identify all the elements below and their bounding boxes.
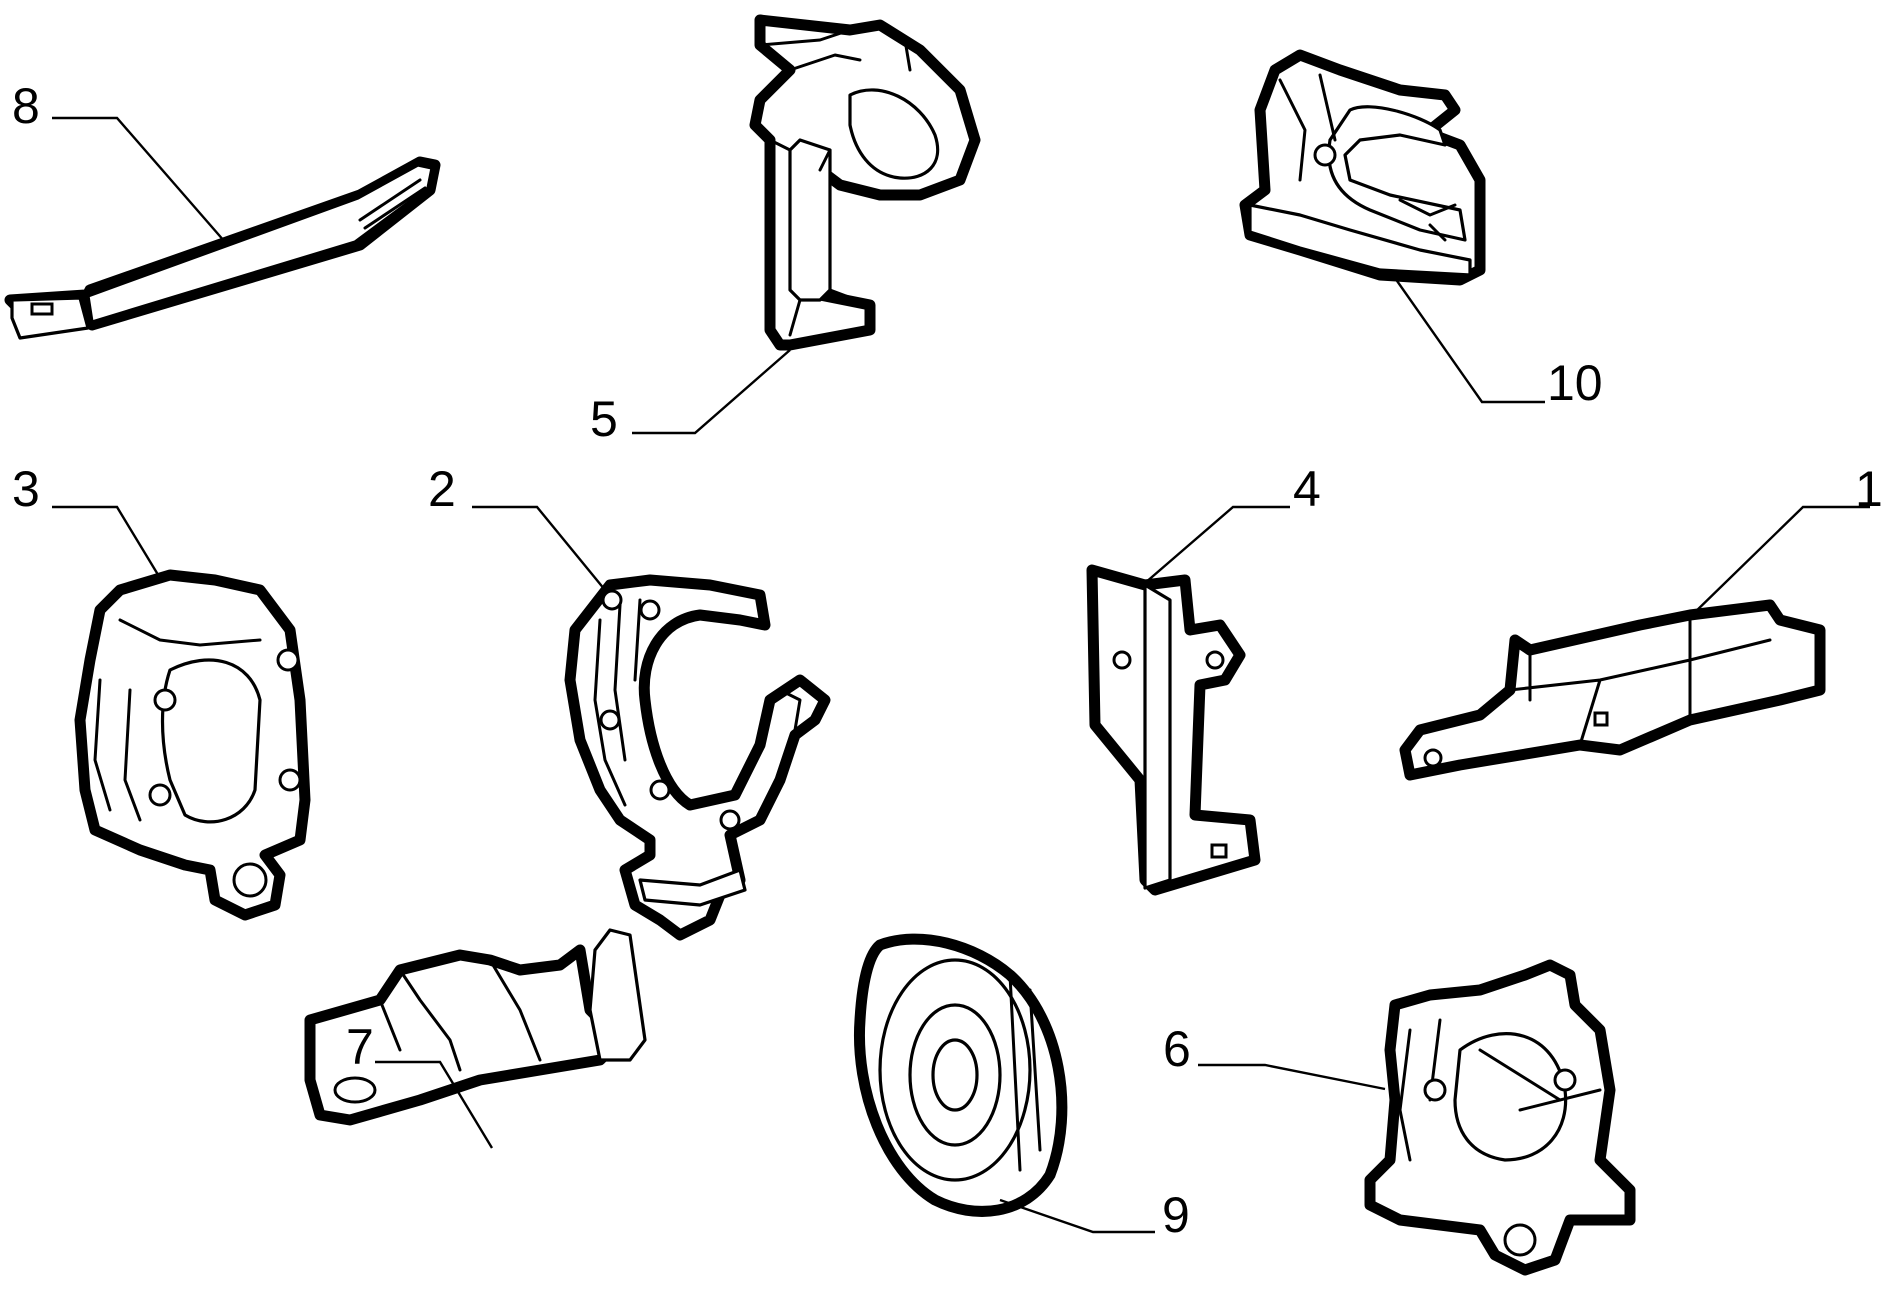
leader-lines: [52, 116, 1870, 1234]
part-6-round-clip: [1364, 959, 1636, 1276]
callout-8: 8: [12, 78, 40, 134]
part-1-bracket: [1399, 599, 1826, 781]
leader-10: [1394, 277, 1545, 404]
leader-5: [632, 349, 791, 435]
callout-7: 7: [346, 1019, 374, 1075]
leader-7: [375, 1060, 494, 1149]
callout-4: 4: [1293, 461, 1321, 517]
part-7-strap-clip: [304, 928, 647, 1126]
leader-9: [999, 1198, 1155, 1234]
part-4-bracket: [1086, 564, 1261, 896]
callout-1: 1: [1855, 461, 1883, 517]
leader-6: [1198, 1063, 1386, 1091]
leader-2: [472, 505, 606, 591]
callout-5: 5: [590, 391, 618, 447]
leader-1: [1689, 505, 1870, 618]
callout-9: 9: [1162, 1187, 1190, 1243]
leader-4: [1144, 505, 1290, 584]
callout-6: 6: [1163, 1021, 1191, 1077]
part-2-c-clip: [564, 574, 831, 941]
part-8-cable-tie: [4, 156, 441, 340]
leader-8: [52, 116, 226, 243]
part-9-grommet: [853, 933, 1068, 1217]
part-3-round-clip: [74, 569, 311, 921]
leader-3: [52, 505, 162, 579]
callout-2: 2: [428, 461, 456, 517]
callout-labels: 8 5 10 3 2 4 1 7 6 9: [12, 78, 1883, 1243]
callout-10: 10: [1547, 355, 1603, 411]
part-10-clip: [1239, 49, 1486, 286]
callout-3: 3: [12, 461, 40, 517]
part-5-p-clip: [749, 14, 981, 351]
